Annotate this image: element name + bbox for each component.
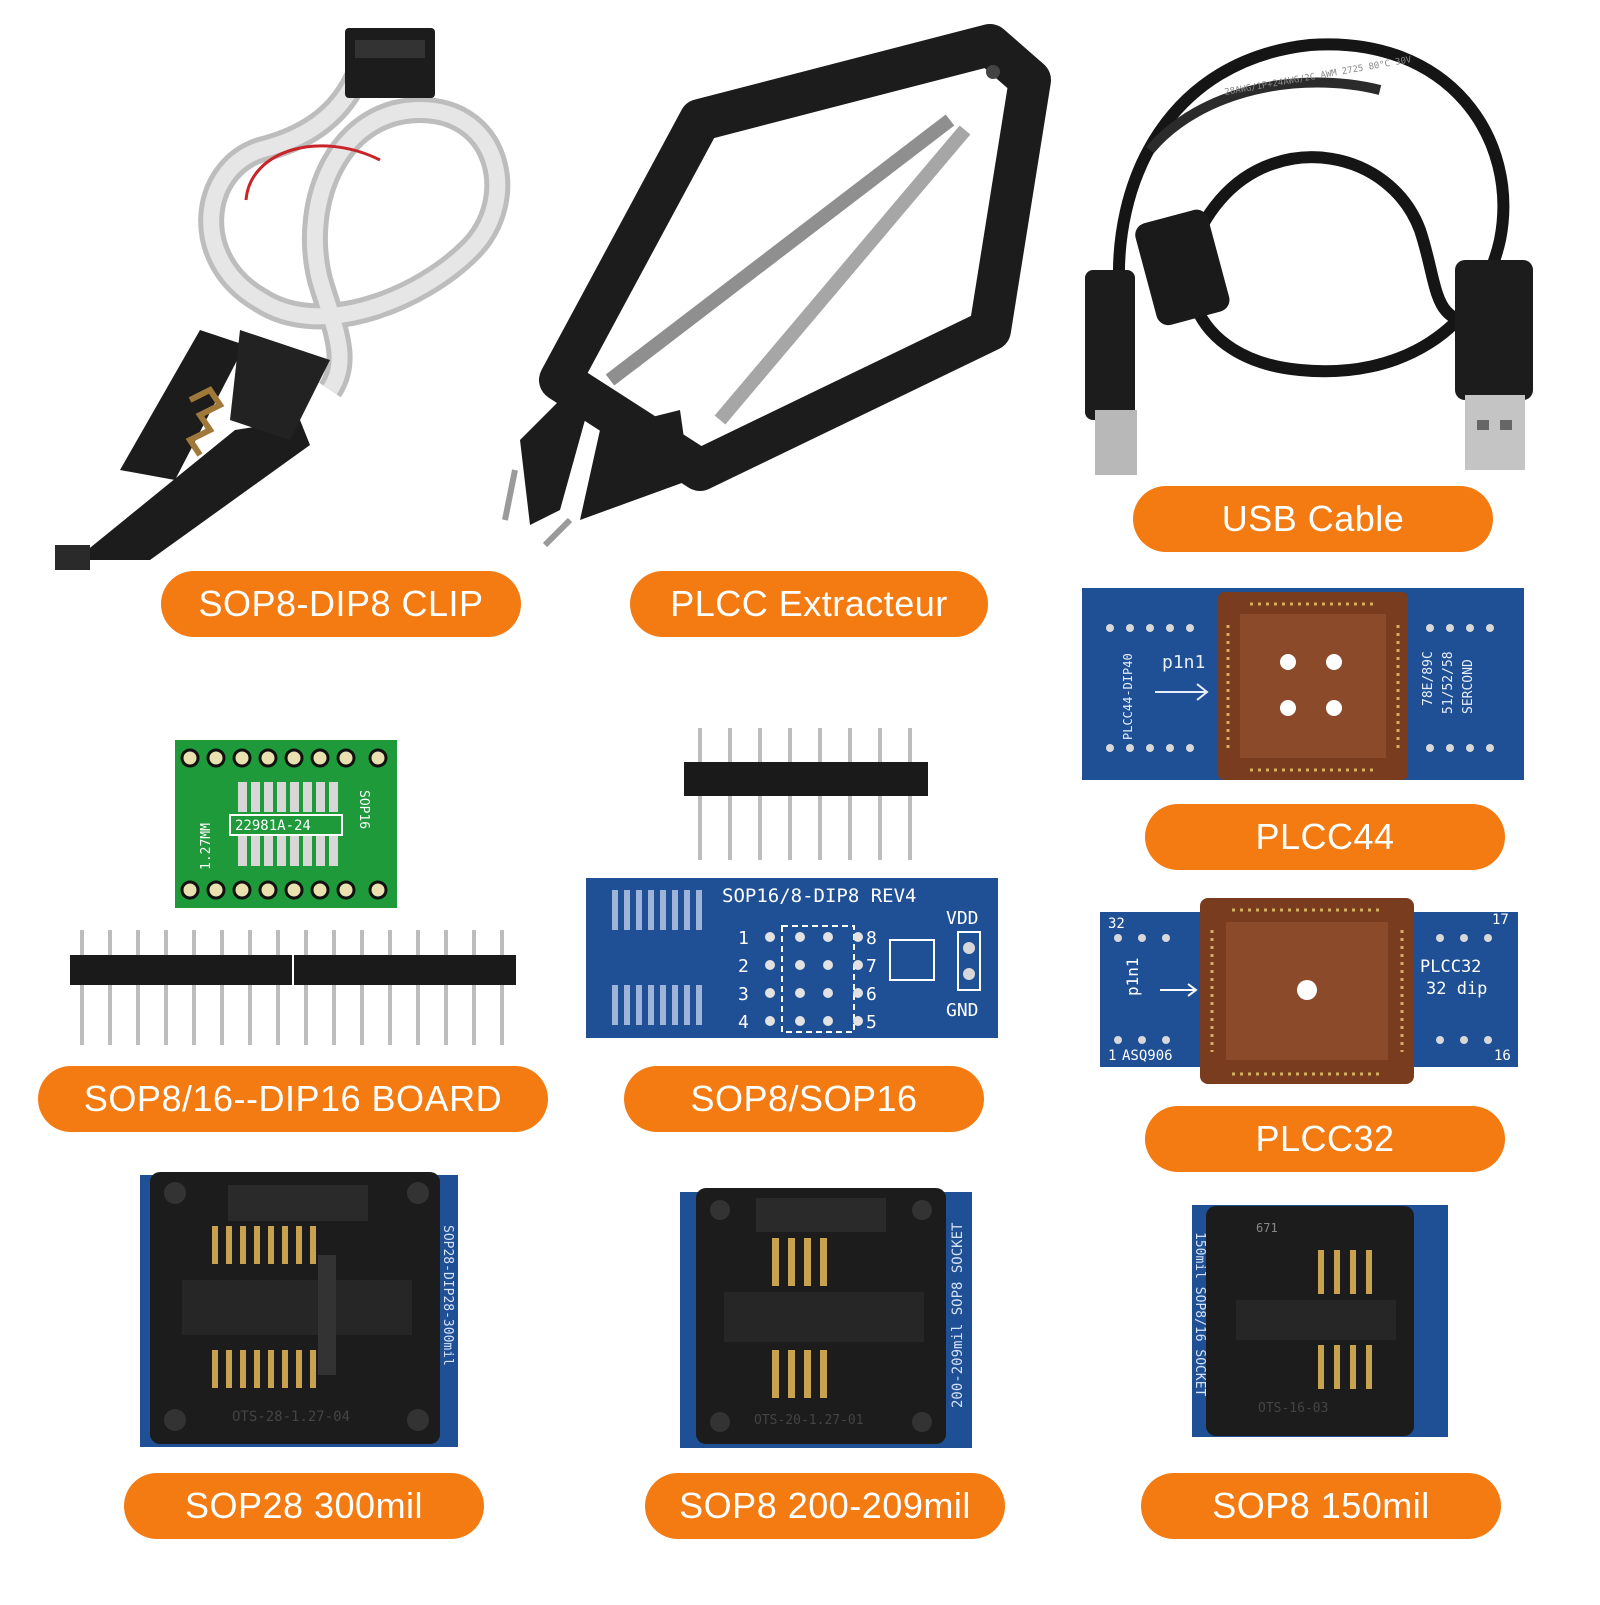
- extractor-hook-left: [502, 469, 518, 521]
- sop-dip8-title: SOP16/8-DIP8 REV4: [722, 885, 916, 907]
- label-sop28-300mil: SOP28 300mil: [124, 1473, 484, 1539]
- plcc32-adapter-item: 32 17 16 1 ASQ906 p1n1 PLCC32 32 dip: [1100, 898, 1518, 1084]
- plcc32-pin-16: 16: [1494, 1048, 1511, 1064]
- plcc32-dip-label: 32 dip: [1426, 979, 1487, 999]
- sop28-side-label: SOP28-DIP28-300mil: [440, 1225, 455, 1366]
- plcc44-pin1-label: p1n1: [1162, 652, 1205, 673]
- extractor-hook-right: [542, 517, 573, 548]
- sop16-board-code: 22981A-24: [235, 818, 311, 834]
- pin-label-5: 5: [866, 1012, 877, 1033]
- sop16-dip16-board-item: 22981A-24 1.27MM SOP16: [70, 740, 516, 1045]
- label-sop8-sop16: SOP8/SOP16: [624, 1066, 984, 1132]
- sop28-socket-code: OTS-28-1.27-04: [232, 1409, 350, 1425]
- plcc32-board-code: ASQ906: [1122, 1048, 1173, 1064]
- label-sop8-200-209mil: SOP8 200-209mil: [645, 1473, 1005, 1539]
- plcc44-board-label: PLCC44-DIP40: [1121, 653, 1135, 740]
- label-sop8-150mil: SOP8 150mil: [1141, 1473, 1501, 1539]
- arrow-right-icon: [1155, 683, 1209, 701]
- sop8-200mil-socket-code: OTS-20-1.27-01: [754, 1413, 864, 1428]
- sop8-150mil-top-mark: 671: [1256, 1221, 1278, 1235]
- sop16-board-name: SOP16: [356, 790, 371, 829]
- clip-jaw-lower: [75, 420, 310, 560]
- pin-label-8: 8: [866, 928, 877, 949]
- extractor-frame: [539, 24, 1051, 491]
- plcc32-pin1-label: p1n1: [1123, 957, 1142, 996]
- label-plcc-extracteur: PLCC Extracteur: [630, 571, 988, 637]
- ferrite-bead: [1135, 209, 1230, 326]
- pin-label-6: 6: [866, 984, 877, 1005]
- idc-connector: [345, 28, 435, 98]
- label-sop8-dip8-clip: SOP8-DIP8 CLIP: [161, 571, 521, 637]
- plcc44-right-label-3: SERCOND: [1461, 659, 1476, 714]
- sop8-dip8-clip-item: [55, 28, 511, 570]
- clip-spring: [185, 386, 225, 457]
- label-usb-cable: USB Cable: [1133, 486, 1493, 552]
- sop8-150mil-side-label: 150mil SOP8/16 SOCKET: [1192, 1232, 1207, 1397]
- plcc44-right-label-2: 51/52/58: [1441, 651, 1456, 714]
- arrow-right-icon: [1160, 983, 1198, 997]
- pin-header-top: [684, 728, 928, 860]
- plcc32-pin-1: 1: [1108, 1048, 1116, 1064]
- plcc32-board-name: PLCC32: [1420, 957, 1481, 977]
- vdd-label: VDD: [946, 908, 979, 929]
- plcc-extractor-item: [502, 24, 1051, 548]
- extractor-blade-left: [605, 114, 955, 386]
- plcc44-right-label-1: 78E/89C: [1421, 651, 1436, 706]
- sop16-green-pcb: [175, 740, 397, 908]
- plcc32-pin-32: 32: [1108, 916, 1125, 932]
- sop-dip8-pcb: [586, 878, 998, 1038]
- plcc44-adapter-item: PLCC44-DIP40 p1n1 78E/89C 51/52/58 SERCO…: [1082, 588, 1524, 780]
- gnd-label: GND: [946, 1000, 979, 1021]
- clip-jaw-upper: [120, 330, 245, 480]
- pin-header-right: [294, 930, 516, 1045]
- usb-b-connector: [1085, 270, 1135, 420]
- sop8-200mil-side-label: 200-209mil SOP8 SOCKET: [950, 1222, 966, 1408]
- sop8-150mil-socket-code: OTS-16-03: [1258, 1401, 1328, 1416]
- usb-a-connector: [1455, 260, 1533, 400]
- extractor-blade-right: [714, 125, 971, 425]
- label-sop8-16-dip16-board: SOP8/16--DIP16 BOARD: [38, 1066, 548, 1132]
- pin-header-left: [70, 930, 292, 1045]
- usb-cable-item: 28AWG/1P+24AWG/2C AWM 2725 80°C 30V: [1085, 38, 1533, 475]
- label-plcc44: PLCC44: [1145, 804, 1505, 870]
- usb-cable-wire: [1113, 38, 1510, 378]
- sop8-200mil-socket-item: OTS-20-1.27-01 200-209mil SOP8 SOCKET: [680, 1188, 972, 1448]
- sop28-socket-item: OTS-28-1.27-04 SOP28-DIP28-300mil: [140, 1172, 458, 1447]
- sop8-150mil-socket-item: 671 OTS-16-03 150mil SOP8/16 SOCKET: [1192, 1205, 1448, 1437]
- pin-label-1: 1: [738, 928, 749, 949]
- plcc32-pin-17: 17: [1492, 912, 1509, 928]
- pin-label-2: 2: [738, 956, 749, 977]
- pin-label-3: 3: [738, 984, 749, 1005]
- pin-label-7: 7: [866, 956, 877, 977]
- pin-label-4: 4: [738, 1012, 749, 1033]
- label-plcc32: PLCC32: [1145, 1106, 1505, 1172]
- sop8-sop16-adapter-item: SOP16/8-DIP8 REV4 VDD GND 1 2 3 4 8 7 6 …: [586, 728, 998, 1038]
- sop16-board-pitch: 1.27MM: [199, 823, 214, 870]
